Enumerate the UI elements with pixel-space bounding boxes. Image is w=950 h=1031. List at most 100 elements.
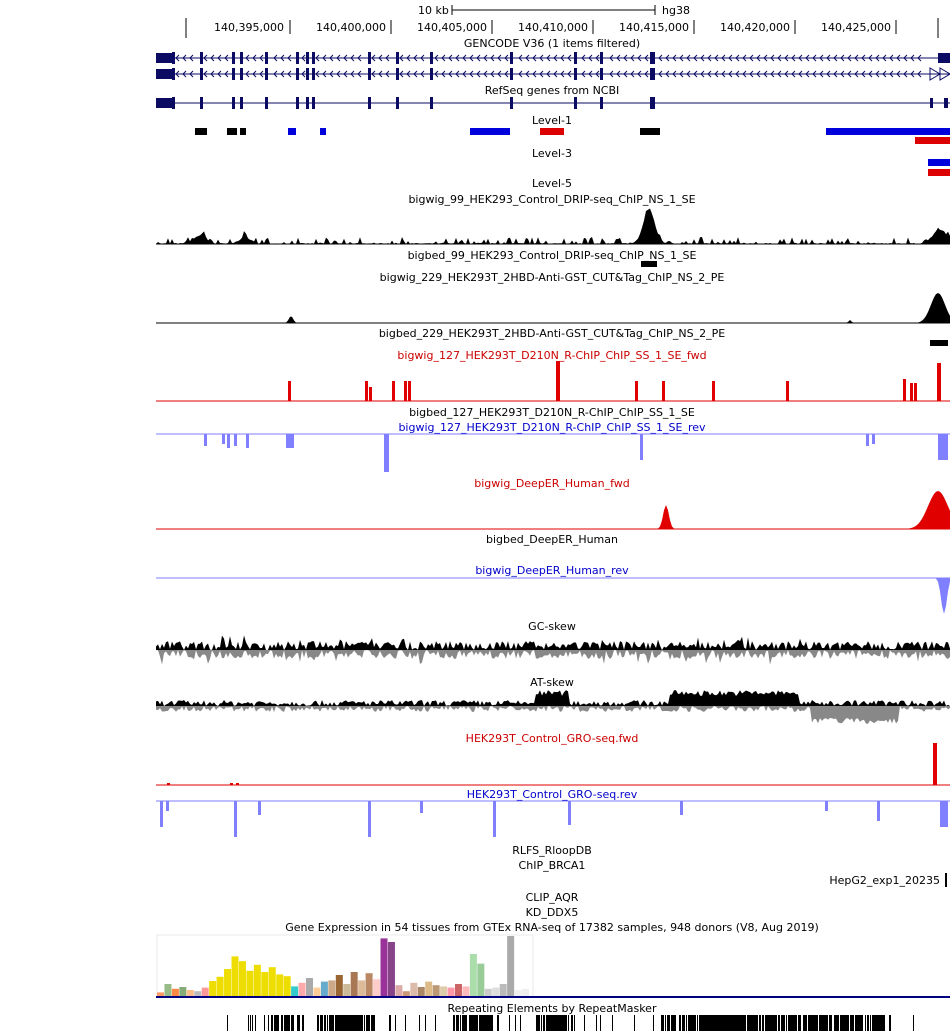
repeat-element — [809, 1015, 810, 1031]
repeat-element — [274, 1015, 275, 1031]
strand-arrow — [882, 70, 887, 78]
track-title-chip-brca1: ChIP_BRCA1 — [519, 859, 586, 872]
strand-arrow — [532, 54, 537, 62]
drip-seq-bigbed-track[interactable]: bigbed_99_HEK293_Control_DRIP-seq_ChIP_N… — [408, 249, 697, 267]
refseq-track[interactable]: RefSeq genes from NCBI — [156, 84, 950, 109]
exon — [200, 52, 203, 64]
repeat-element — [480, 1015, 481, 1031]
repeat-element — [846, 1015, 847, 1031]
rchip-bigbed-track[interactable]: bigbed_127_HEK293T_D210N_R-ChIP_ChIP_SS_… — [409, 406, 695, 419]
repeat-element — [559, 1015, 560, 1031]
ruler-tick-label: 140,405,000 — [417, 21, 487, 34]
repeat-element — [705, 1015, 706, 1031]
strand-arrow — [644, 54, 649, 62]
peak-feature[interactable] — [930, 340, 948, 346]
repeat-element — [684, 1015, 685, 1031]
peak-feature[interactable] — [945, 873, 947, 887]
gene-model[interactable] — [156, 97, 950, 109]
cuttag-bigbed-track[interactable]: bigbed_229_HEK293T_2HBD-Anti-GST_CUT&Tag… — [379, 327, 948, 346]
repeat-element — [808, 1015, 809, 1031]
deeper-bigbed-track[interactable]: bigbed_DeepER_Human — [486, 533, 618, 546]
level-3-track[interactable]: Level-3 — [532, 147, 950, 176]
exon — [232, 97, 235, 109]
strand-arrow — [581, 70, 586, 78]
gro-seq-fwd-track[interactable]: HEK293T_Control_GRO-seq.fwd — [156, 732, 950, 786]
repeat-element — [712, 1015, 713, 1031]
gro-seq-rev-track[interactable]: HEK293T_Control_GRO-seq.rev — [156, 788, 950, 837]
gencode-track[interactable]: GENCODE V36 (1 items filtered) — [156, 37, 950, 81]
repeat-element — [462, 1015, 463, 1031]
repeat-element — [372, 1015, 373, 1031]
gene-model[interactable] — [156, 52, 950, 64]
repeat-element — [284, 1015, 285, 1031]
chip-brca1-track[interactable]: ChIP_BRCA1 HepG2_exp1_20235 — [519, 859, 947, 887]
drip-seq-bigwig-track[interactable]: bigwig_99_HEK293_Control_DRIP-seq_ChIP_N… — [156, 193, 950, 245]
deeper-fwd-track[interactable]: bigwig_DeepER_Human_fwd — [156, 477, 950, 530]
tissue-expression-bar — [171, 988, 179, 996]
repeat-element — [789, 1015, 790, 1031]
repeat-element — [299, 1015, 300, 1031]
repeat-element — [336, 1015, 337, 1031]
gtex-expression-track[interactable]: Gene Expression in 54 tissues from GTEx … — [156, 921, 950, 998]
strand-arrow — [861, 54, 866, 62]
repeat-element — [555, 1015, 556, 1031]
repeat-element — [479, 1015, 480, 1031]
repeat-element — [732, 1015, 733, 1031]
strand-arrow — [833, 54, 838, 62]
strand-arrow — [721, 70, 726, 78]
signal-spike — [368, 801, 371, 837]
strand-arrow — [798, 54, 803, 62]
repeat-element — [728, 1015, 729, 1031]
repeat-element — [747, 1015, 748, 1031]
repeat-element — [390, 1015, 391, 1031]
repeat-element — [875, 1015, 876, 1031]
strand-arrow — [882, 54, 887, 62]
exon — [312, 97, 315, 109]
strand-arrow — [203, 70, 208, 78]
repeat-element — [497, 1015, 498, 1031]
strand-arrow — [679, 70, 684, 78]
repeat-element — [814, 1015, 815, 1031]
strand-arrow — [357, 54, 362, 62]
repeat-element — [572, 1015, 573, 1031]
repeat-element — [317, 1015, 318, 1031]
repeatmasker-track[interactable]: Repeating Elements by RepeatMasker — [227, 1002, 914, 1031]
deeper-rev-track[interactable]: bigwig_DeepER_Human_rev — [156, 564, 950, 614]
level-1-track[interactable]: Level-1 — [195, 114, 950, 144]
repeat-element — [860, 1015, 861, 1031]
position-ruler[interactable]: 140,395,000 140,400,000 140,405,000 140,… — [185, 18, 939, 38]
strand-arrow — [553, 54, 558, 62]
repeat-element — [351, 1015, 352, 1031]
exon — [156, 69, 172, 79]
repeat-element — [715, 1015, 716, 1031]
at-skew-track[interactable]: AT-skew — [156, 676, 950, 724]
repeat-element — [790, 1015, 791, 1031]
strand-arrow — [476, 54, 481, 62]
rlfs-track[interactable]: RLFS_RloopDB — [512, 844, 592, 857]
gc-skew-track[interactable]: GC-skew — [156, 620, 950, 665]
clip-aqr-track[interactable]: CLIP_AQR — [526, 891, 579, 904]
peak-feature[interactable] — [641, 261, 657, 267]
cuttag-bigwig-track[interactable]: bigwig_229_HEK293T_2HBD-Anti-GST_CUT&Tag… — [156, 271, 950, 324]
repeat-element — [557, 1015, 558, 1031]
rchip-fwd-track[interactable]: bigwig_127_HEK293T_D210N_R-ChIP_ChIP_SS_… — [156, 349, 950, 402]
rchip-rev-track[interactable]: bigwig_127_HEK293T_D210N_R-ChIP_ChIP_SS_… — [156, 421, 950, 472]
kd-ddx5-track[interactable]: KD_DDX5 — [526, 906, 579, 919]
repeat-element — [293, 1015, 294, 1031]
repeat-element — [596, 1015, 597, 1031]
strand-arrow — [791, 70, 796, 78]
repeat-element — [783, 1015, 784, 1031]
repeat-element — [694, 1015, 695, 1031]
gene-model[interactable] — [156, 67, 950, 81]
level-5-track[interactable]: Level-5 — [532, 177, 572, 190]
strand-arrow — [280, 70, 285, 78]
repeat-element — [554, 1015, 555, 1031]
signal-spike — [204, 434, 207, 446]
feature-label-hepg2[interactable]: HepG2_exp1_20235 — [829, 874, 940, 887]
tissue-expression-bar — [313, 987, 321, 996]
exon — [930, 98, 933, 108]
exon — [396, 52, 399, 64]
repeat-element — [665, 1015, 666, 1031]
repeat-element — [820, 1015, 821, 1031]
